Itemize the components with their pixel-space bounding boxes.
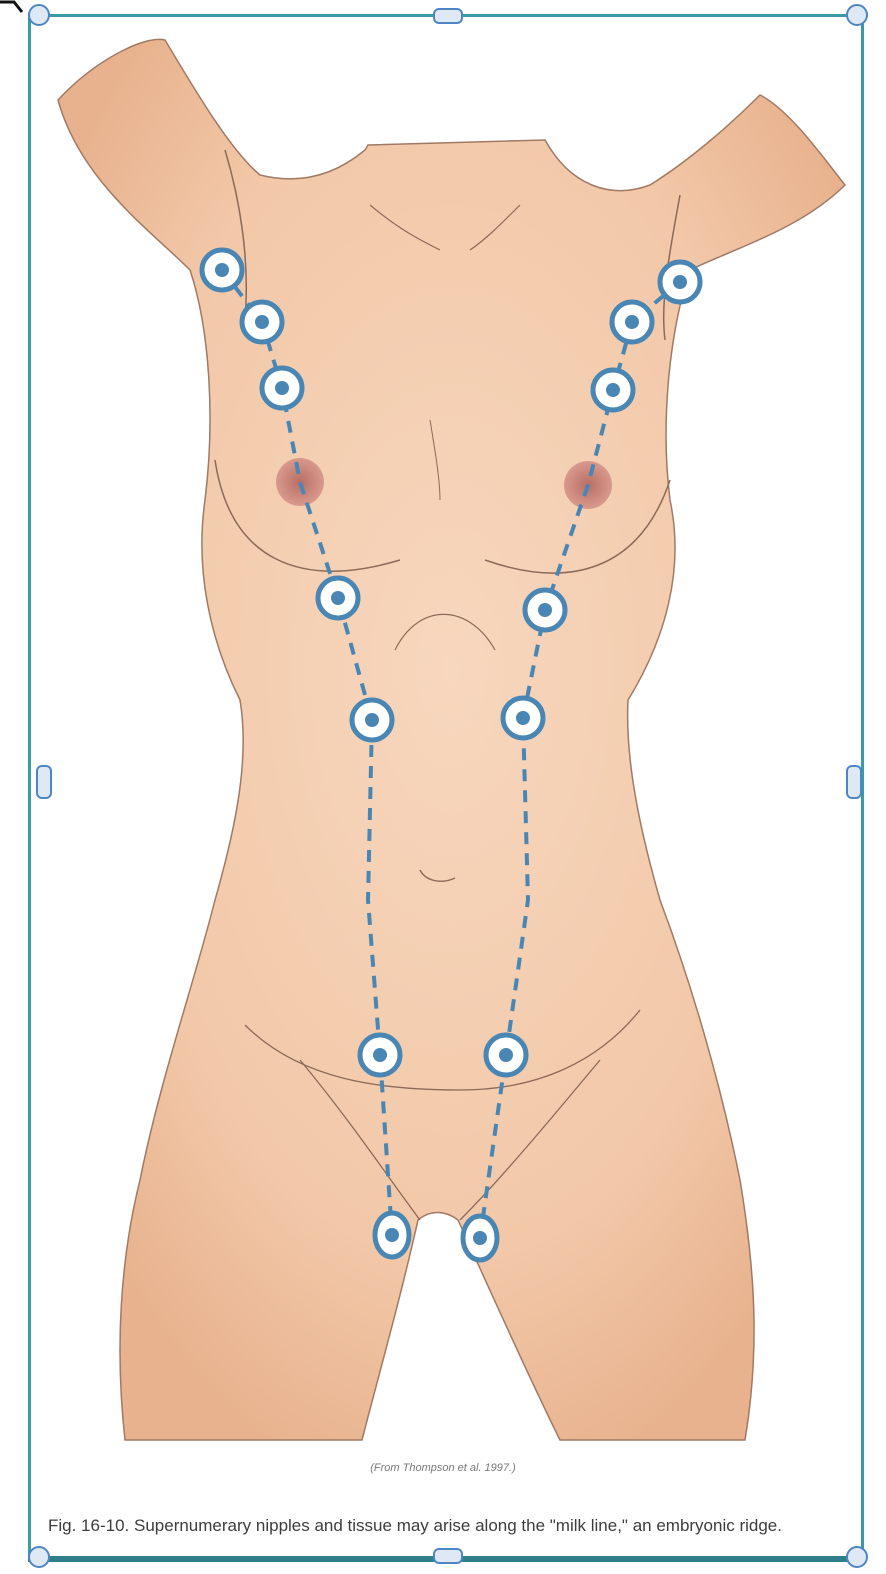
resize-handle-top-right[interactable] — [846, 4, 868, 26]
resize-handle-bottom-right[interactable] — [846, 1546, 868, 1568]
figure-caption: Fig. 16-10. Supernumerary nipples and ti… — [48, 1514, 828, 1538]
resize-handle-bottom[interactable] — [433, 1548, 463, 1564]
corner-mark-icon — [0, 0, 26, 26]
resize-handle-left[interactable] — [36, 765, 52, 799]
resize-handle-top[interactable] — [433, 8, 463, 24]
resize-handle-bottom-left[interactable] — [28, 1546, 50, 1568]
resize-handle-right[interactable] — [846, 765, 862, 799]
left-nipple — [276, 458, 324, 506]
torso-body — [58, 39, 845, 1440]
resize-handle-top-left[interactable] — [28, 4, 50, 26]
figure-credit: (From Thompson et al. 1997.) — [0, 1462, 886, 1474]
